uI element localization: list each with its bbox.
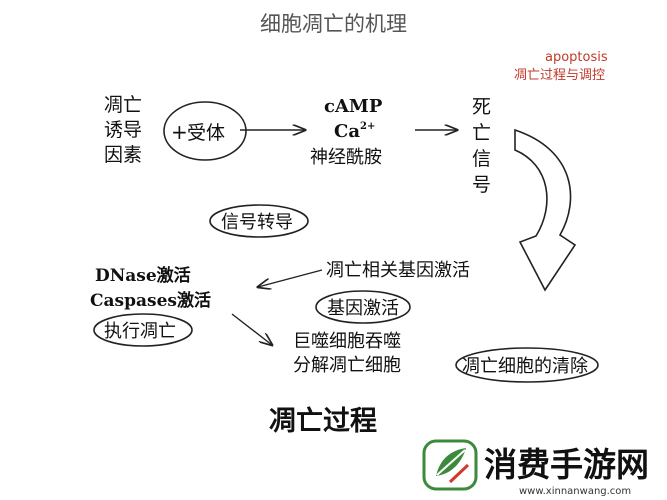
phago-line2: 分解凋亡细胞 (293, 355, 401, 376)
arrow-gene-to-enzymes (258, 269, 323, 287)
curved-return-arrow (514, 128, 577, 292)
process-title: 凋亡过程 (269, 406, 377, 437)
execution-oval (93, 313, 193, 347)
inducer-line1: 凋亡 (104, 94, 142, 116)
clearance-oval (455, 347, 599, 383)
gene-activation-label: 凋亡相关基因激活 (326, 260, 470, 281)
clearance-label: 凋亡细胞的清除 (462, 356, 588, 377)
watermark-brand: 消费手游网 (484, 445, 649, 484)
messenger-ca: Ca2+ (334, 121, 375, 142)
death-signal-4: 号 (472, 174, 491, 196)
gene-activation-oval (315, 290, 411, 324)
signal-transduction-oval (209, 204, 309, 238)
enzyme-dnase: DNase激活 (95, 265, 191, 286)
death-signal-3: 信 (472, 148, 491, 170)
page-title: 细胞凋亡的机理 (260, 12, 407, 36)
receptor-label: 受体 (187, 122, 225, 144)
phago-line1: 巨噬细胞吞噬 (293, 331, 401, 352)
corner-label-en: apoptosis (545, 50, 608, 65)
watermark-url: www.xinnanwang.com (519, 486, 631, 497)
execution-label: 执行凋亡 (104, 321, 176, 342)
receptor-oval (163, 101, 247, 161)
corner-label-zh: 凋亡过程与调控 (514, 68, 605, 83)
death-signal-2: 亡 (472, 122, 491, 144)
messenger-ceramide: 神经酰胺 (310, 147, 382, 168)
gene-activation-oval-label: 基因激活 (327, 298, 399, 319)
arrow-to-phagocytosis (231, 313, 272, 345)
inducer-line2: 诱导 (104, 119, 142, 141)
death-signal-1: 死 (472, 96, 491, 118)
enzyme-caspases: Caspases激活 (90, 290, 211, 311)
receptor-plus: + (171, 120, 188, 144)
watermark-logo (422, 439, 478, 491)
messenger-camp: cAMP (324, 96, 383, 117)
inducer-line3: 因素 (104, 144, 142, 166)
signal-transduction-label: 信号转导 (221, 212, 293, 233)
